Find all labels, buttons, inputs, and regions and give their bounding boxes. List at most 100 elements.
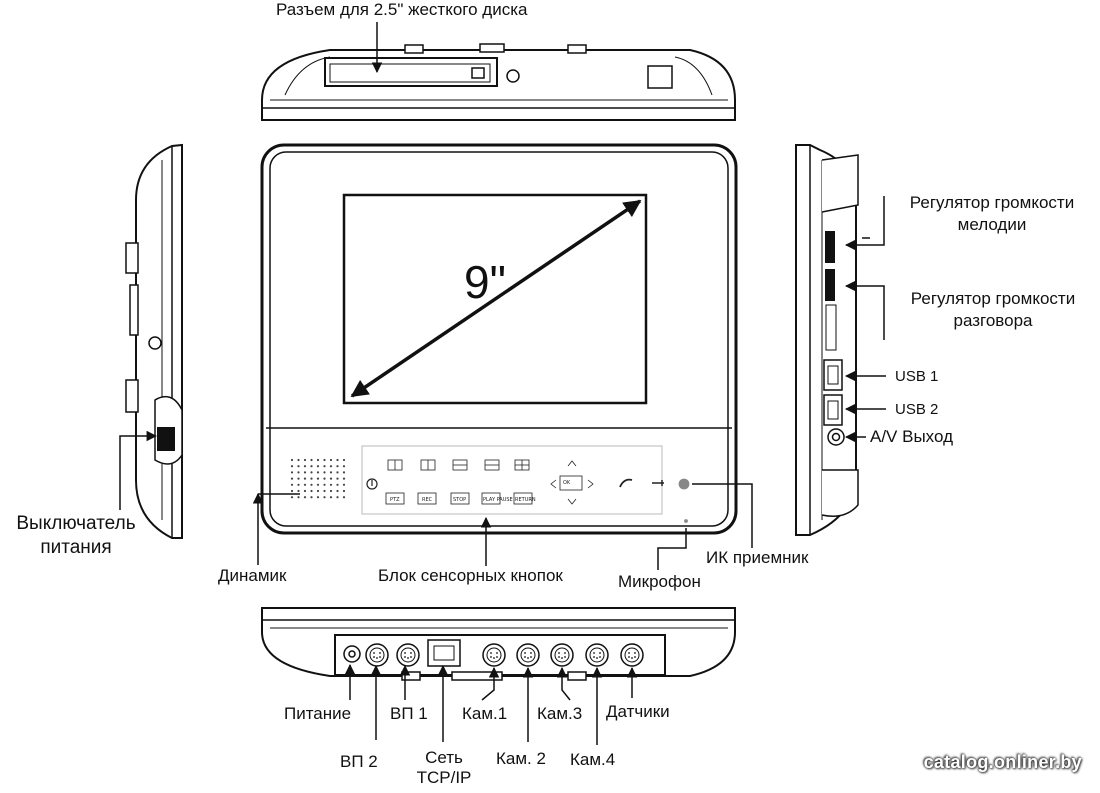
- grille-dot: [303, 483, 307, 486]
- right-side-view: [795, 144, 870, 536]
- connector-pin: [373, 652, 375, 654]
- grille-dot: [316, 458, 320, 462]
- connector-pin: [524, 656, 526, 658]
- power-label: Питание: [284, 704, 352, 723]
- din-connector-inner: [554, 647, 570, 663]
- connector-pin: [407, 657, 409, 659]
- grille-dot: [310, 458, 313, 462]
- grille-dot: [316, 477, 320, 480]
- front-view: [260, 143, 738, 535]
- grille-dot: [329, 471, 333, 474]
- speaker-label: Динамик: [218, 566, 287, 585]
- grille-dot: [342, 489, 346, 493]
- grille-dot: [329, 477, 333, 480]
- connector-pin: [490, 656, 492, 658]
- grille-dot: [303, 458, 307, 462]
- grille-dot: [290, 465, 294, 468]
- grille-dot: [342, 471, 346, 474]
- connector-pin: [564, 652, 566, 654]
- grille-dot: [342, 465, 346, 468]
- ptz-button[interactable]: PTZ: [390, 497, 400, 503]
- grille-dot: [290, 496, 294, 499]
- grille-dot: [303, 477, 307, 480]
- hdd-slot-label: Разъем для 2.5" жесткого диска: [276, 0, 528, 19]
- grille-dot: [336, 496, 339, 499]
- play-pause-button[interactable]: PLAY PAUSE: [483, 497, 513, 503]
- connector-pin: [558, 656, 560, 658]
- connector-pin: [599, 652, 601, 654]
- connector-pin: [496, 656, 498, 658]
- connector-pin: [631, 657, 633, 659]
- stop-button[interactable]: STOP: [453, 497, 466, 503]
- connector-pin: [496, 652, 498, 654]
- grille-dot: [297, 483, 300, 486]
- return-button[interactable]: RETURN: [515, 497, 536, 503]
- grille-dot: [310, 483, 313, 486]
- sensors-label: Датчики: [606, 702, 670, 721]
- din-connector-inner: [520, 647, 536, 663]
- connector-pin: [379, 656, 381, 658]
- grille-dot: [303, 471, 307, 474]
- ok-button[interactable]: OK: [563, 480, 571, 486]
- grille-dot: [329, 465, 333, 468]
- ir-receiver-label: ИК приемник: [706, 548, 809, 567]
- grille-dot: [303, 465, 307, 468]
- grille-dot: [323, 477, 326, 480]
- touch-button-block: [366, 459, 690, 523]
- cam1-label: Кам.1: [462, 704, 508, 723]
- grille-dot: [336, 465, 339, 468]
- connector-pin: [410, 652, 412, 654]
- network-label: Сеть TCP/IP: [416, 748, 472, 787]
- grille-dot: [336, 483, 339, 486]
- connector-pin: [404, 652, 406, 654]
- connector-pin: [410, 656, 412, 658]
- din-connector-inner: [624, 647, 640, 663]
- grille-dot: [316, 496, 320, 499]
- touch-button-labels: PTZ REC STOP PLAY PAUSE RETURN OK: [390, 480, 571, 503]
- grille-dot: [336, 489, 339, 493]
- connector-pin: [379, 652, 381, 654]
- connector-pin: [530, 652, 532, 654]
- din-connector-inner: [369, 647, 385, 663]
- speaker-grille: [290, 458, 346, 499]
- grille-dot: [329, 489, 333, 493]
- grille-dot: [336, 471, 339, 474]
- grille-dot: [290, 477, 294, 480]
- connector-pin: [628, 652, 630, 654]
- grille-dot: [297, 489, 300, 493]
- grille-dot: [310, 471, 313, 474]
- connector-pin: [373, 656, 375, 658]
- connector-pin: [599, 656, 601, 658]
- grille-dot: [329, 458, 333, 462]
- connector-pin: [628, 656, 630, 658]
- connector-pin: [376, 657, 378, 659]
- connector-pin: [527, 657, 529, 659]
- cam3-label: Кам.3: [537, 704, 583, 723]
- left-side-view: [125, 143, 183, 539]
- cam4-label: Кам.4: [570, 750, 616, 769]
- connector-pin: [593, 656, 595, 658]
- grille-dot: [310, 477, 313, 480]
- vp1-label: ВП 1: [390, 704, 428, 723]
- screen-size-label: 9": [464, 256, 506, 308]
- cam2-label: Кам. 2: [496, 749, 546, 768]
- din-connector-inner: [400, 647, 416, 663]
- grille-dot: [342, 483, 346, 486]
- connector-pin: [530, 656, 532, 658]
- rec-button[interactable]: REC: [422, 497, 433, 503]
- grille-dot: [316, 471, 320, 474]
- grille-dot: [336, 477, 339, 480]
- usb1-label: USB 1: [895, 368, 939, 385]
- connector-pin: [493, 657, 495, 659]
- grille-dot: [342, 477, 346, 480]
- grille-dot: [297, 477, 300, 480]
- grille-dot: [329, 483, 333, 486]
- connector-pin: [593, 652, 595, 654]
- connector-pin: [634, 656, 636, 658]
- grille-dot: [310, 465, 313, 468]
- grille-dot: [336, 458, 339, 462]
- grille-dot: [310, 489, 313, 493]
- connector-pin: [558, 652, 560, 654]
